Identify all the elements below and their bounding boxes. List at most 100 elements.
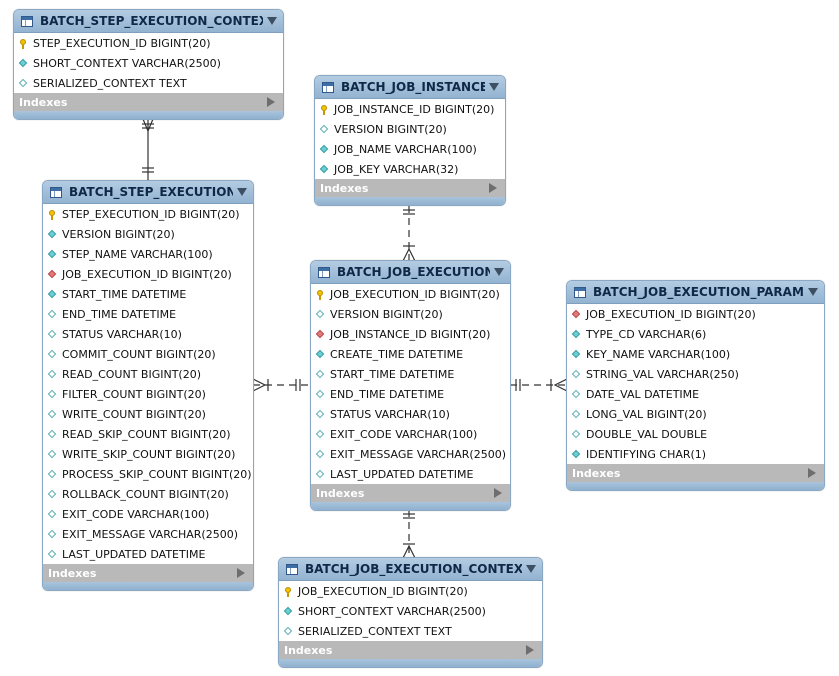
column-row[interactable]: SERIALIZED_CONTEXT TEXT: [279, 621, 542, 641]
column-label: START_TIME DATETIME: [330, 367, 455, 381]
column-row[interactable]: DATE_VAL DATETIME: [567, 384, 824, 404]
column-row[interactable]: ROLLBACK_COUNT BIGINT(20): [43, 484, 253, 504]
column-row[interactable]: SERIALIZED_CONTEXT TEXT: [14, 73, 283, 93]
column-label: STATUS VARCHAR(10): [330, 407, 450, 421]
column-row[interactable]: LAST_UPDATED DATETIME: [311, 464, 510, 484]
column-label: ROLLBACK_COUNT BIGINT(20): [62, 487, 229, 501]
table-batch-job-instance[interactable]: BATCH_JOB_INSTANCE JOB_INSTANCE_ID BIGIN…: [314, 75, 506, 206]
column-row[interactable]: END_TIME DATETIME: [311, 384, 510, 404]
column-label: EXIT_MESSAGE VARCHAR(2500): [330, 447, 506, 461]
column-row[interactable]: FILTER_COUNT BIGINT(20): [43, 384, 253, 404]
nullable-column-icon: [316, 430, 325, 439]
expand-arrow-icon[interactable]: [237, 568, 245, 578]
column-row[interactable]: JOB_EXECUTION_ID BIGINT(20): [567, 304, 824, 324]
expand-arrow-icon[interactable]: [494, 488, 502, 498]
column-label: SERIALIZED_CONTEXT TEXT: [33, 76, 187, 90]
collapse-arrow-icon[interactable]: [526, 565, 536, 573]
column-label: VERSION BIGINT(20): [62, 227, 175, 241]
indexes-section[interactable]: Indexes: [14, 93, 283, 111]
column-row[interactable]: IDENTIFYING CHAR(1): [567, 444, 824, 464]
column-row[interactable]: DOUBLE_VAL DOUBLE: [567, 424, 824, 444]
table-batch-step-execution-context[interactable]: BATCH_STEP_EXECUTION_CONTEXT STEP_EXECUT…: [13, 9, 284, 120]
indexes-section[interactable]: Indexes: [311, 484, 510, 502]
column-row[interactable]: KEY_NAME VARCHAR(100): [567, 344, 824, 364]
column-list: JOB_INSTANCE_ID BIGINT(20)VERSION BIGINT…: [315, 99, 505, 179]
column-label: LONG_VAL BIGINT(20): [586, 407, 707, 421]
collapse-arrow-icon[interactable]: [489, 83, 499, 91]
column-row[interactable]: PROCESS_SKIP_COUNT BIGINT(20): [43, 464, 253, 484]
not-null-column-icon: [48, 230, 57, 239]
expand-arrow-icon[interactable]: [267, 97, 275, 107]
column-label: LAST_UPDATED DATETIME: [330, 467, 474, 481]
not-null-column-icon: [572, 330, 581, 339]
nullable-column-icon: [48, 450, 57, 459]
column-row[interactable]: JOB_EXECUTION_ID BIGINT(20): [311, 284, 510, 304]
table-batch-job-execution[interactable]: BATCH_JOB_EXECUTION JOB_EXECUTION_ID BIG…: [310, 260, 511, 511]
table-batch-step-execution[interactable]: BATCH_STEP_EXECUTION STEP_EXECUTION_ID B…: [42, 180, 254, 591]
column-row[interactable]: STEP_NAME VARCHAR(100): [43, 244, 253, 264]
column-row[interactable]: LAST_UPDATED DATETIME: [43, 544, 253, 564]
expand-arrow-icon[interactable]: [489, 183, 497, 193]
column-label: CREATE_TIME DATETIME: [330, 347, 464, 361]
table-header[interactable]: BATCH_JOB_EXECUTION_CONTEXT: [279, 558, 542, 581]
table-header[interactable]: BATCH_STEP_EXECUTION: [43, 181, 253, 204]
expand-arrow-icon[interactable]: [526, 645, 534, 655]
nullable-column-icon: [48, 410, 57, 419]
table-header[interactable]: BATCH_JOB_INSTANCE: [315, 76, 505, 99]
table-title: BATCH_JOB_EXECUTION_PARAMS: [593, 285, 804, 299]
column-row[interactable]: JOB_EXECUTION_ID BIGINT(20): [279, 581, 542, 601]
column-row[interactable]: START_TIME DATETIME: [43, 284, 253, 304]
column-row[interactable]: STATUS VARCHAR(10): [43, 324, 253, 344]
column-label: EXIT_MESSAGE VARCHAR(2500): [62, 527, 238, 541]
column-row[interactable]: JOB_KEY VARCHAR(32): [315, 159, 505, 179]
column-row[interactable]: VERSION BIGINT(20): [315, 119, 505, 139]
not-null-column-icon: [48, 250, 57, 259]
column-row[interactable]: STEP_EXECUTION_ID BIGINT(20): [14, 33, 283, 53]
column-row[interactable]: VERSION BIGINT(20): [311, 304, 510, 324]
column-row[interactable]: READ_COUNT BIGINT(20): [43, 364, 253, 384]
column-row[interactable]: COMMIT_COUNT BIGINT(20): [43, 344, 253, 364]
indexes-section[interactable]: Indexes: [279, 641, 542, 659]
column-row[interactable]: EXIT_MESSAGE VARCHAR(2500): [43, 524, 253, 544]
column-row[interactable]: LONG_VAL BIGINT(20): [567, 404, 824, 424]
column-row[interactable]: JOB_INSTANCE_ID BIGINT(20): [311, 324, 510, 344]
column-row[interactable]: STRING_VAL VARCHAR(250): [567, 364, 824, 384]
indexes-section[interactable]: Indexes: [315, 179, 505, 197]
table-batch-job-execution-context[interactable]: BATCH_JOB_EXECUTION_CONTEXT JOB_EXECUTIO…: [278, 557, 543, 668]
table-batch-job-execution-params[interactable]: BATCH_JOB_EXECUTION_PARAMS JOB_EXECUTION…: [566, 280, 825, 491]
column-row[interactable]: EXIT_MESSAGE VARCHAR(2500): [311, 444, 510, 464]
column-row[interactable]: SHORT_CONTEXT VARCHAR(2500): [279, 601, 542, 621]
column-label: COMMIT_COUNT BIGINT(20): [62, 347, 216, 361]
indexes-section[interactable]: Indexes: [43, 564, 253, 582]
column-row[interactable]: END_TIME DATETIME: [43, 304, 253, 324]
column-row[interactable]: TYPE_CD VARCHAR(6): [567, 324, 824, 344]
column-row[interactable]: JOB_EXECUTION_ID BIGINT(20): [43, 264, 253, 284]
column-row[interactable]: WRITE_COUNT BIGINT(20): [43, 404, 253, 424]
table-header[interactable]: BATCH_JOB_EXECUTION_PARAMS: [567, 281, 824, 304]
column-label: SERIALIZED_CONTEXT TEXT: [298, 624, 452, 638]
collapse-arrow-icon[interactable]: [494, 268, 504, 276]
column-row[interactable]: VERSION BIGINT(20): [43, 224, 253, 244]
column-row[interactable]: SHORT_CONTEXT VARCHAR(2500): [14, 53, 283, 73]
relationship-job-execution-step-execution: [252, 378, 311, 392]
column-row[interactable]: EXIT_CODE VARCHAR(100): [43, 504, 253, 524]
column-label: JOB_NAME VARCHAR(100): [334, 142, 477, 156]
table-header[interactable]: BATCH_STEP_EXECUTION_CONTEXT: [14, 10, 283, 33]
collapse-arrow-icon[interactable]: [267, 17, 277, 25]
indexes-section[interactable]: Indexes: [567, 464, 824, 482]
collapse-arrow-icon[interactable]: [237, 188, 247, 196]
table-header[interactable]: BATCH_JOB_EXECUTION: [311, 261, 510, 284]
column-row[interactable]: STEP_EXECUTION_ID BIGINT(20): [43, 204, 253, 224]
column-row[interactable]: JOB_INSTANCE_ID BIGINT(20): [315, 99, 505, 119]
column-row[interactable]: STATUS VARCHAR(10): [311, 404, 510, 424]
column-row[interactable]: JOB_NAME VARCHAR(100): [315, 139, 505, 159]
column-row[interactable]: CREATE_TIME DATETIME: [311, 344, 510, 364]
collapse-arrow-icon[interactable]: [808, 288, 818, 296]
column-row[interactable]: WRITE_SKIP_COUNT BIGINT(20): [43, 444, 253, 464]
column-row[interactable]: READ_SKIP_COUNT BIGINT(20): [43, 424, 253, 444]
expand-arrow-icon[interactable]: [808, 468, 816, 478]
nullable-column-icon: [320, 125, 329, 134]
column-row[interactable]: START_TIME DATETIME: [311, 364, 510, 384]
column-row[interactable]: EXIT_CODE VARCHAR(100): [311, 424, 510, 444]
column-label: VERSION BIGINT(20): [330, 307, 443, 321]
